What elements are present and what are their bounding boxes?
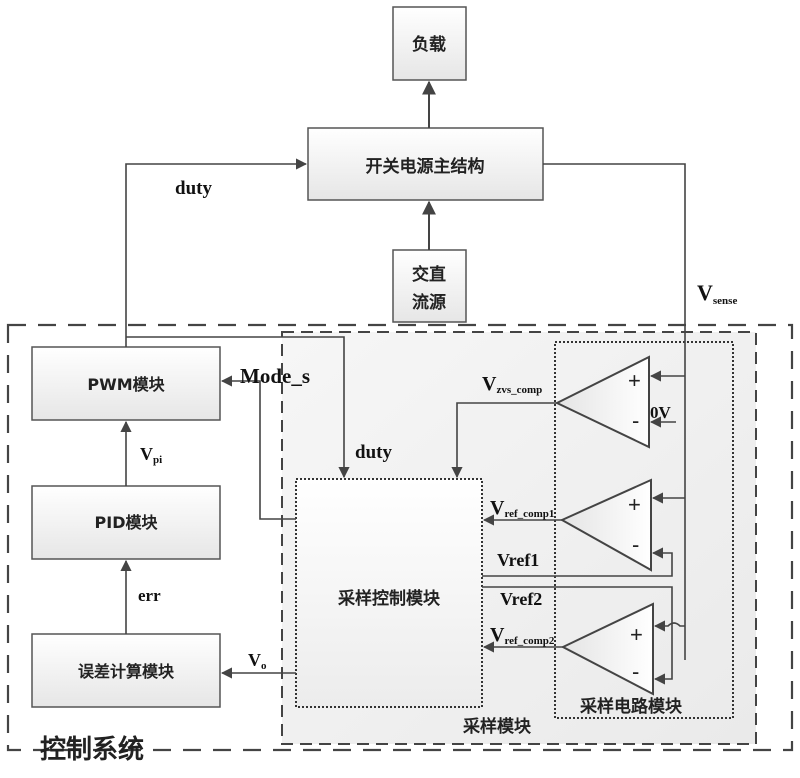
sampling-control-label: 采样控制模块 (337, 588, 441, 609)
error-calc-block[interactable] (31, 633, 221, 708)
duty-top-label: duty (175, 178, 212, 199)
ac-dc-source-label-1: 交直 (412, 264, 446, 285)
v-pi-label: Vpi (140, 444, 162, 466)
v-ref-comp2-label: Vref_comp2 (490, 624, 555, 647)
v-zvs-label: Vzvs_comp (482, 373, 542, 396)
load-block[interactable] (392, 6, 467, 81)
main-structure-label: 开关电源主结构 (366, 156, 485, 177)
mode-s-label: Mode_s (240, 364, 310, 388)
ref2-comp-plus-sign: + (630, 622, 643, 647)
v-ref-comp1-label: Vref_comp1 (490, 497, 554, 520)
pid-block[interactable] (31, 485, 221, 560)
v-o-label: Vo (248, 650, 267, 672)
zvs-comp-minus-sign: - (632, 408, 639, 433)
vref1-label: Vref1 (497, 550, 539, 570)
duty-inner-wire (126, 336, 350, 479)
v-sense-wire (543, 163, 686, 660)
sampling-circuit-label: 采样电路模块 (579, 696, 683, 717)
duty-inner-label: duty (355, 442, 392, 463)
v-zvs-wire (451, 402, 557, 479)
duty-top-wire (125, 158, 308, 347)
err-label: err (138, 586, 161, 605)
pwm-label: PWM模块 (87, 375, 165, 394)
ref2-comp-minus-sign: - (632, 659, 639, 684)
control-system-label: 控制系统 (40, 734, 144, 765)
zvs-comparator[interactable] (554, 355, 650, 449)
zvs-comp-plus-sign: + (628, 368, 641, 393)
ac-dc-source-label-2: 流源 (412, 292, 446, 313)
vref2-wire (482, 586, 673, 685)
zero-v-label: 0V (650, 403, 672, 422)
vref2-label: Vref2 (500, 589, 542, 609)
pwm-block[interactable] (31, 346, 221, 421)
ref2-comparator[interactable] (560, 602, 654, 696)
sampling-module-label: 采样模块 (462, 716, 532, 737)
load-label: 负载 (412, 34, 446, 55)
error-calc-label: 误差计算模块 (78, 662, 175, 681)
v-sense-to-ref2-plus (653, 620, 685, 632)
v-sense-label: Vsense (697, 280, 737, 307)
pid-label: PID模块 (95, 513, 159, 532)
vref1-wire (482, 547, 673, 577)
sampling-control-block[interactable] (295, 478, 483, 708)
ref1-comp-plus-sign: + (628, 492, 641, 517)
ref1-comparator[interactable] (559, 478, 652, 572)
mode-s-wire (220, 375, 296, 520)
control-system-region (6, 323, 794, 752)
ref1-comp-minus-sign: - (632, 532, 639, 557)
sampling-circuit-region (554, 341, 734, 719)
